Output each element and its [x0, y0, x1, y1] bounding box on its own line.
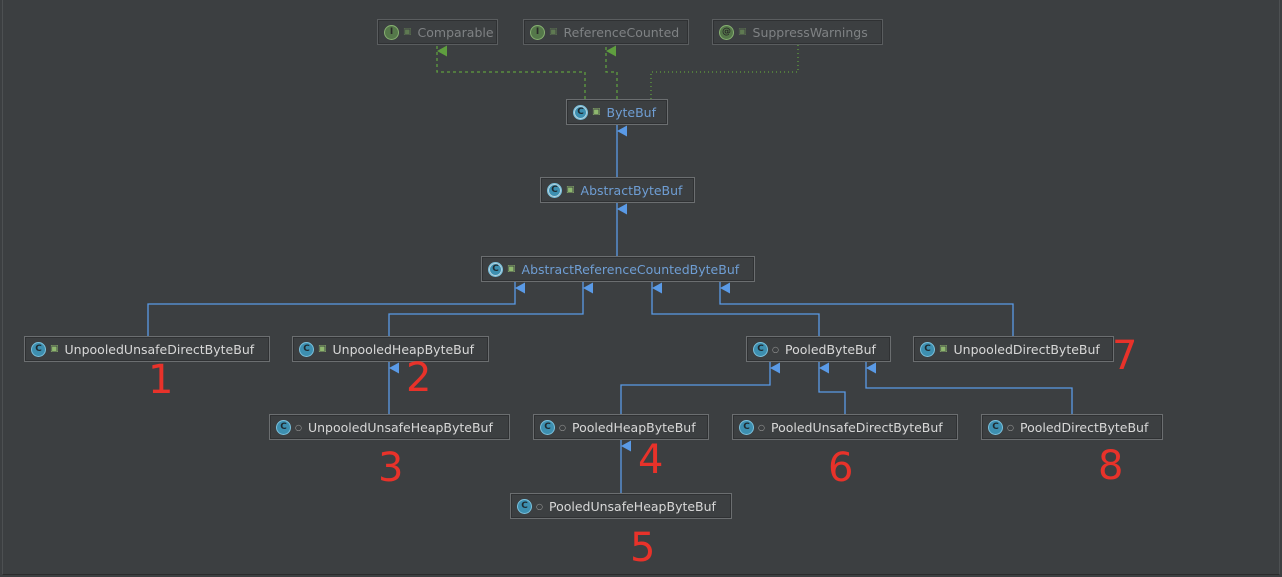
- node-unpooledheapbytebuf[interactable]: C ▣ UnpooledHeapByteBuf: [292, 336, 489, 362]
- node-unpooledunsafedirectbytebuf[interactable]: C ▣ UnpooledUnsafeDirectByteBuf: [24, 336, 270, 362]
- node-label: PooledHeapByteBuf: [571, 419, 696, 435]
- node-label: PooledDirectByteBuf: [1019, 419, 1149, 435]
- node-label: Comparable: [417, 24, 494, 40]
- node-pooledbytebuf[interactable]: C ○ PooledByteBuf: [746, 336, 891, 362]
- node-pooledunsafeheapbytebuf[interactable]: C ○ PooledUnsafeHeapByteBuf: [510, 493, 732, 519]
- class-icon: C: [299, 341, 314, 357]
- class-icon: C: [540, 419, 555, 435]
- handwritten-number-3: 3: [378, 445, 404, 491]
- package-private-modifier-icon: ○: [1007, 422, 1014, 432]
- class-icon: C: [753, 341, 768, 357]
- handwritten-number-7: 7: [1112, 333, 1138, 379]
- public-modifier-icon: ▣: [403, 27, 412, 37]
- edge-unpooledunsafedirectbytebuf-to-abstractreferencecountedbytebuf: [147, 282, 525, 336]
- handwritten-number-8: 8: [1098, 443, 1124, 489]
- node-suppresswarnings[interactable]: @ ▣ SuppressWarnings: [712, 19, 883, 45]
- public-modifier-icon: ▣: [939, 344, 948, 354]
- package-private-modifier-icon: ○: [559, 422, 566, 432]
- node-pooleddirectbytebuf[interactable]: C ○ PooledDirectByteBuf: [981, 414, 1163, 440]
- node-label: PooledByteBuf: [784, 341, 876, 357]
- node-label: ByteBuf: [606, 104, 656, 120]
- public-modifier-icon: ▣: [50, 344, 59, 354]
- node-pooledunsafedirectbytebuf[interactable]: C ○ PooledUnsafeDirectByteBuf: [732, 414, 958, 440]
- node-abstractreferencecountedbytebuf[interactable]: C ▣ AbstractReferenceCountedByteBuf: [481, 256, 755, 282]
- node-abstractbytebuf[interactable]: C ▣ AbstractByteBuf: [540, 177, 695, 203]
- node-bytebuf[interactable]: C ▣ ByteBuf: [566, 99, 668, 125]
- public-modifier-icon: ▣: [318, 344, 327, 354]
- abstract-class-icon: C: [547, 182, 562, 198]
- node-comparable[interactable]: I ▣ Comparable: [377, 19, 498, 45]
- node-label: UnpooledUnsafeHeapByteBuf: [307, 419, 493, 435]
- interface-icon: I: [530, 24, 545, 40]
- edge-bytebuf-to-suppresswarnings: [650, 45, 799, 99]
- package-private-modifier-icon: ○: [758, 422, 765, 432]
- node-label: UnpooledDirectByteBuf: [953, 341, 1100, 357]
- node-label: ReferenceCounted: [563, 24, 680, 40]
- node-label: AbstractReferenceCountedByteBuf: [521, 261, 740, 277]
- package-private-modifier-icon: ○: [772, 344, 779, 354]
- edge-bytebuf-to-referencecounted: [605, 45, 618, 99]
- handwritten-number-6: 6: [828, 445, 854, 491]
- edges-layer: [147, 45, 1073, 493]
- abstract-class-icon: C: [573, 104, 588, 120]
- public-modifier-icon: ▣: [549, 27, 558, 37]
- package-private-modifier-icon: ○: [295, 422, 302, 432]
- node-referencecounted[interactable]: I ▣ ReferenceCounted: [523, 19, 689, 45]
- edge-bytebuf-to-comparable: [436, 45, 586, 99]
- node-label: PooledUnsafeDirectByteBuf: [770, 419, 943, 435]
- edge-pooleddirectbytebuf-to-pooledbytebuf: [865, 362, 1073, 414]
- edge-pooledbytebuf-to-abstractreferencecountedbytebuf: [651, 282, 820, 336]
- final-class-icon: C: [739, 419, 754, 435]
- interface-icon: I: [384, 24, 399, 40]
- handwritten-number-4: 4: [638, 437, 664, 483]
- handwritten-number-1: 1: [148, 357, 174, 403]
- class-icon: C: [31, 341, 46, 357]
- node-pooledheapbytebuf[interactable]: C ○ PooledHeapByteBuf: [533, 414, 709, 440]
- node-unpooledunsafeheapbytebuf[interactable]: C ○ UnpooledUnsafeHeapByteBuf: [269, 414, 510, 440]
- edge-unpooledheapbytebuf-to-abstractreferencecountedbytebuf: [388, 282, 593, 336]
- node-label: SuppressWarnings: [752, 24, 868, 40]
- handwritten-number-5: 5: [630, 525, 656, 571]
- public-modifier-icon: ▣: [738, 27, 747, 37]
- handwritten-number-2: 2: [406, 355, 432, 401]
- node-label: PooledUnsafeHeapByteBuf: [548, 498, 716, 514]
- public-modifier-icon: ▣: [566, 185, 575, 195]
- node-label: UnpooledUnsafeDirectByteBuf: [64, 341, 255, 357]
- public-modifier-icon: ▣: [592, 107, 601, 117]
- final-class-icon: C: [988, 419, 1003, 435]
- edge-unpooleddirectbytebuf-to-abstractreferencecountedbytebuf: [719, 282, 1014, 336]
- node-unpooleddirectbytebuf[interactable]: C ▣ UnpooledDirectByteBuf: [913, 336, 1114, 362]
- node-label: AbstractByteBuf: [580, 182, 683, 198]
- edge-pooledunsafedirectbytebuf-to-pooledbytebuf: [818, 362, 846, 414]
- abstract-class-icon: C: [488, 261, 503, 277]
- final-class-icon: C: [517, 498, 532, 514]
- class-icon: C: [276, 419, 291, 435]
- package-private-modifier-icon: ○: [536, 501, 543, 511]
- public-modifier-icon: ▣: [507, 264, 516, 274]
- edge-pooledheapbytebuf-to-pooledbytebuf: [620, 362, 780, 414]
- node-label: UnpooledHeapByteBuf: [332, 341, 475, 357]
- annotation-icon: @: [719, 24, 734, 40]
- class-icon: C: [920, 341, 935, 357]
